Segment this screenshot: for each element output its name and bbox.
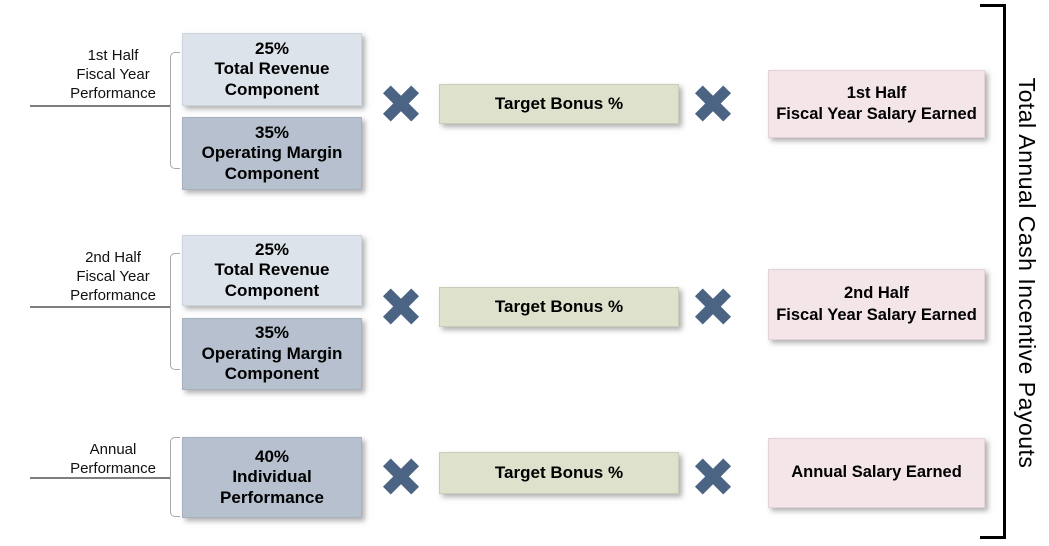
row1-target-bonus-box: Target Bonus % xyxy=(439,84,679,124)
row3-component-individual-performance: 40% Individual Performance xyxy=(182,437,362,518)
row1-left-bracket xyxy=(170,52,180,169)
component-pct: 35% xyxy=(254,122,290,142)
component-name: Total Revenue Component xyxy=(214,59,330,99)
component-name: Individual Performance xyxy=(220,467,324,507)
row3-result-box: Annual Salary Earned xyxy=(768,438,985,508)
multiply-icon xyxy=(694,85,732,122)
summary-bracket xyxy=(980,4,1006,539)
row1-result-box: 1st Half Fiscal Year Salary Earned xyxy=(768,70,985,138)
row2-label: 2nd Half Fiscal Year Performance xyxy=(70,249,156,305)
row3-label: Annual Performance xyxy=(70,441,156,478)
component-name: Total Revenue Component xyxy=(214,260,330,300)
row1-label: 1st Half Fiscal Year Performance xyxy=(70,47,156,103)
row2-component-total-revenue: 25% Total Revenue Component xyxy=(182,235,362,306)
component-name: Operating Margin Component xyxy=(201,343,343,384)
multiply-icon xyxy=(382,288,420,325)
row2-connector-line xyxy=(30,306,171,308)
row1-connector-line xyxy=(30,105,171,107)
multiply-icon xyxy=(382,458,420,495)
component-name: Operating Margin Component xyxy=(201,143,343,183)
row2-component-operating-margin: 35% Operating Margin Component xyxy=(182,318,362,390)
component-pct: 25% xyxy=(254,239,290,259)
multiply-icon xyxy=(694,458,732,495)
row1-component-total-revenue: 25% Total Revenue Component xyxy=(182,33,362,106)
row3-left-bracket xyxy=(170,437,180,517)
multiply-icon xyxy=(382,85,420,122)
multiply-icon xyxy=(694,288,732,325)
row2-left-bracket xyxy=(170,253,180,370)
row2-target-bonus-box: Target Bonus % xyxy=(439,287,679,327)
row3-connector-line xyxy=(30,477,171,479)
row3-target-bonus-box: Target Bonus % xyxy=(439,452,679,494)
component-pct: 35% xyxy=(254,323,290,343)
component-pct: 40% xyxy=(254,446,290,466)
component-pct: 25% xyxy=(254,38,290,58)
diagram-title-vertical: Total Annual Cash Incentive Payouts xyxy=(1014,77,1041,469)
row1-component-operating-margin: 35% Operating Margin Component xyxy=(182,117,362,190)
row2-result-box: 2nd Half Fiscal Year Salary Earned xyxy=(768,269,985,340)
